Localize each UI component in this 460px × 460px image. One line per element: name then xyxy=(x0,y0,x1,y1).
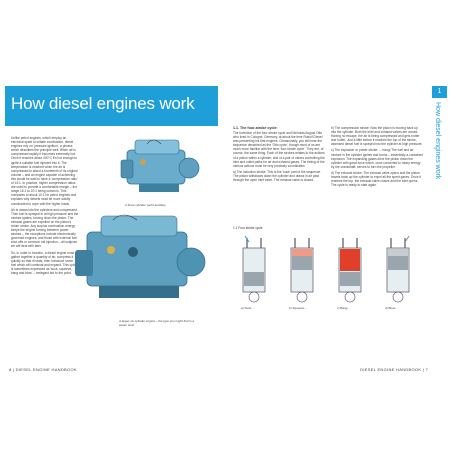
book-spread: How diesel engines work Unlike petrol en… xyxy=(5,86,447,377)
right-column-one: The invention of the four-stroke cycle a… xyxy=(233,131,325,184)
blow-stroke-illustration xyxy=(386,235,410,303)
caption-top: A three cylinder yacht auxiliary xyxy=(125,203,166,207)
title-banner: How diesel engines work xyxy=(5,86,218,126)
page-title: How diesel engines work xyxy=(11,94,195,113)
stroke-step-c: c) The explosion or power stroke: ... ba… xyxy=(331,148,423,169)
stroke-step-a: a) The induction stroke: This is the 'su… xyxy=(233,169,322,183)
stroke-label-squeeze: b) Squeeze... xyxy=(289,306,307,310)
stroke-step-b: b) The compression stroke: Now the pisto… xyxy=(331,126,423,147)
right-footer: DIESEL ENGINE HANDBOOK | 7 xyxy=(360,367,428,372)
four-stroke-diagram: a) Suck... b) Squeeze... c) Bang... d) B… xyxy=(233,176,423,326)
stroke-label-suck: a) Suck... xyxy=(241,306,254,310)
chapter-side-tab: 1 How diesel engines work xyxy=(432,86,447,377)
section-heading: 1.1. The four-stroke cycle: xyxy=(233,126,278,130)
left-page: How diesel engines work Unlike petrol en… xyxy=(5,86,218,377)
intro-paragraph: The invention of the four-stroke cycle a… xyxy=(233,131,325,168)
chapter-tab-title: How diesel engines work xyxy=(434,102,441,180)
bang-stroke-illustration xyxy=(338,238,362,303)
caption-bottom: A larger six cylinder engine – the type … xyxy=(119,319,195,327)
six-cylinder-engine-illustration xyxy=(75,214,206,298)
stroke-label-bang: c) Bang... xyxy=(337,306,350,310)
right-page: 1.1. The four-stroke cycle: The inventio… xyxy=(219,86,447,377)
stroke-label-blow: d) Blow... xyxy=(385,306,398,310)
chapter-number: 1 xyxy=(432,86,447,98)
three-cylinder-engine-illustration xyxy=(120,139,200,192)
stroke-step-d: d) The exhaust stroke: The exhaust valve… xyxy=(331,170,422,188)
body-paragraph: So, in order to function, a diesel engin… xyxy=(11,250,77,275)
body-paragraph: Air is drawn into the cylinders and comp… xyxy=(11,207,79,249)
suck-stroke-illustration xyxy=(242,235,266,303)
left-footer: 8 | DIESEL ENGINE HANDBOOK xyxy=(9,367,77,372)
body-paragraph: Unlike petrol engines, which employ an e… xyxy=(11,136,78,206)
squeeze-stroke-illustration xyxy=(290,238,314,303)
right-column-two: b) The compression stroke: Now the pisto… xyxy=(331,126,423,189)
left-body-column: Unlike petrol engines, which employ an e… xyxy=(11,136,79,277)
figure-title: 1.1 Four stroke cycle xyxy=(233,226,263,230)
